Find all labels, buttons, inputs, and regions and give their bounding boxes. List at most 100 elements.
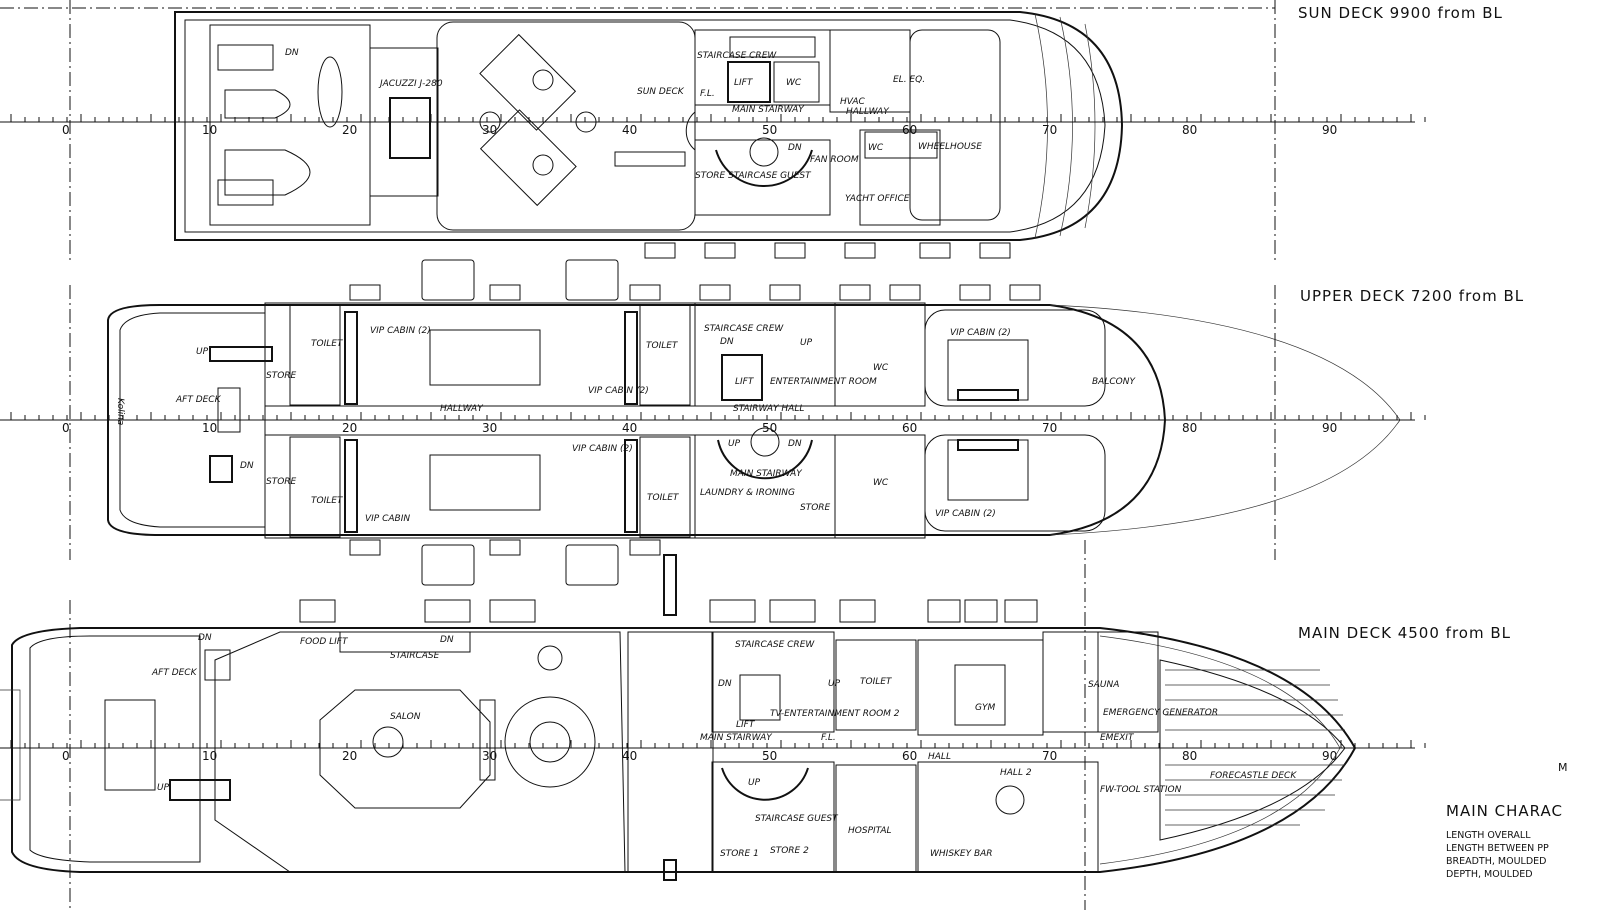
frame-label: 90 <box>1322 749 1337 763</box>
room-label-upper: UP <box>800 338 813 348</box>
frame-label: 20 <box>342 421 357 435</box>
room-label-upper: LIFT <box>735 377 755 387</box>
room-label-main: UP <box>748 778 761 788</box>
upper-deck-title: UPPER DECK 7200 from BL <box>1300 287 1525 305</box>
frame-label: 10 <box>202 749 217 763</box>
frame-label: 90 <box>1322 123 1337 137</box>
spec-length-overall: LENGTH OVERALL <box>1446 830 1531 841</box>
exterior-furniture <box>349 242 1041 556</box>
room-label-upper: TOILET <box>311 339 344 349</box>
room-label-main: STAIRCASE <box>390 651 440 661</box>
room-label-sun: STAIRCASE GUEST <box>728 171 812 181</box>
frame-label: 20 <box>342 123 357 137</box>
room-label-main: DN <box>440 635 454 645</box>
room-label-main: GYM <box>975 703 995 713</box>
room-label-upper: VIP CABIN (2) <box>588 386 649 396</box>
room-label-main: DN <box>718 679 732 689</box>
frame-label: 90 <box>1322 421 1337 435</box>
frame-label: 10 <box>202 421 217 435</box>
spec-breadth: BREADTH, MOULDED <box>1446 856 1547 867</box>
room-label-sun: WC <box>786 78 802 88</box>
room-label-main: FW-TOOL STATION <box>1100 785 1182 795</box>
room-label-upper: TOILET <box>647 493 680 503</box>
frame-label: 0 <box>62 749 70 763</box>
frame-label: 0 <box>62 421 70 435</box>
room-label-sun: MAIN STAIRWAY <box>732 105 805 115</box>
room-label-main: F.L. <box>821 733 836 743</box>
room-label-main: HOSPITAL <box>848 826 892 836</box>
room-label-upper: DN <box>240 461 254 471</box>
room-label-main: SALON <box>390 712 421 722</box>
room-label-main: EMERGENCY GENERATOR <box>1103 708 1218 718</box>
frame-label: 80 <box>1182 421 1197 435</box>
room-label-main: TV-ENTERTAINMENT ROOM 2 <box>770 709 900 719</box>
room-label-main: FOOD LIFT <box>300 637 349 647</box>
room-label-upper: BALCONY <box>1092 377 1136 387</box>
room-label-upper: STORE <box>800 503 831 513</box>
side-note: M <box>1558 761 1568 774</box>
room-label-sun: FAN ROOM <box>810 155 859 165</box>
room-label-sun: WHEELHOUSE <box>918 142 982 152</box>
room-label-sun: LIFT <box>734 78 754 88</box>
room-label-upper: MAIN STAIRWAY <box>730 469 803 479</box>
room-label-main: STAIRCASE GUEST <box>755 814 839 824</box>
room-label-sun: DN <box>788 143 802 153</box>
room-label-main: AFT DECK <box>151 668 198 678</box>
frame-label: 10 <box>202 123 217 137</box>
room-label-upper: DN <box>720 337 734 347</box>
upper-deck-plan <box>107 259 1401 586</box>
room-label-sun: STORE <box>695 171 726 181</box>
frame-label: 80 <box>1182 123 1197 137</box>
room-label-sun: YACHT OFFICE <box>845 194 910 204</box>
room-label-main: SAUNA <box>1088 680 1119 690</box>
room-label-main: HALL 2 <box>1000 768 1032 778</box>
room-label-upper: DN <box>788 439 802 449</box>
characteristics-title: MAIN CHARAC <box>1446 802 1563 820</box>
sun-deck-hull <box>174 11 1124 241</box>
sun-deck-plan <box>174 11 1124 241</box>
frame-label: 60 <box>902 421 917 435</box>
room-label-upper: LAUNDRY & IRONING <box>700 488 795 498</box>
room-label-main: UP <box>828 679 841 689</box>
frame-label: 70 <box>1042 123 1057 137</box>
frame-label: 30 <box>482 749 497 763</box>
frame-label: 40 <box>622 421 637 435</box>
spec-length-pp: LENGTH BETWEEN PP <box>1446 843 1549 854</box>
room-label-upper: UP <box>728 439 741 449</box>
room-label-main: STORE 1 <box>720 849 759 859</box>
room-label-main: WHISKEY BAR <box>930 849 993 859</box>
frame-label: 40 <box>622 749 637 763</box>
frame-label: 30 <box>482 123 497 137</box>
room-label-upper: VIP CABIN (2) <box>572 444 633 454</box>
frame-label: 40 <box>622 123 637 137</box>
room-label-upper: ENTERTAINMENT ROOM <box>770 377 877 387</box>
room-label-upper: STAIRCASE CREW <box>704 324 784 334</box>
main-deck-title: MAIN DECK 4500 from BL <box>1298 624 1511 642</box>
room-label-sun: HALLWAY <box>846 107 890 117</box>
frame-label: 50 <box>762 421 777 435</box>
room-label-upper: WC <box>873 478 889 488</box>
room-label-sun: JACUZZI J-280 <box>378 79 443 89</box>
frame-label: 30 <box>482 421 497 435</box>
reference-lines <box>0 0 1276 910</box>
room-label-upper: STORE <box>266 477 297 487</box>
room-label-upper: AFT DECK <box>175 395 222 405</box>
room-label-upper: STAIRWAY HALL <box>733 404 804 414</box>
frame-label: 20 <box>342 749 357 763</box>
frame-label: 70 <box>1042 749 1057 763</box>
room-label-main: HALL <box>928 752 951 762</box>
frame-label: 60 <box>902 749 917 763</box>
room-label-upper: TOILET <box>311 496 344 506</box>
room-label-upper: VIP CABIN (2) <box>935 509 996 519</box>
room-label-main: EMEXIT <box>1100 733 1135 743</box>
frame-label: 70 <box>1042 421 1057 435</box>
room-label-sun: DN <box>285 48 299 58</box>
frame-label: 80 <box>1182 749 1197 763</box>
room-label-sun: F.L. <box>700 89 715 99</box>
room-label-main: UP <box>157 783 170 793</box>
frame-label: 50 <box>762 123 777 137</box>
frame-label: 50 <box>762 749 777 763</box>
room-label-main: DN <box>198 633 212 643</box>
